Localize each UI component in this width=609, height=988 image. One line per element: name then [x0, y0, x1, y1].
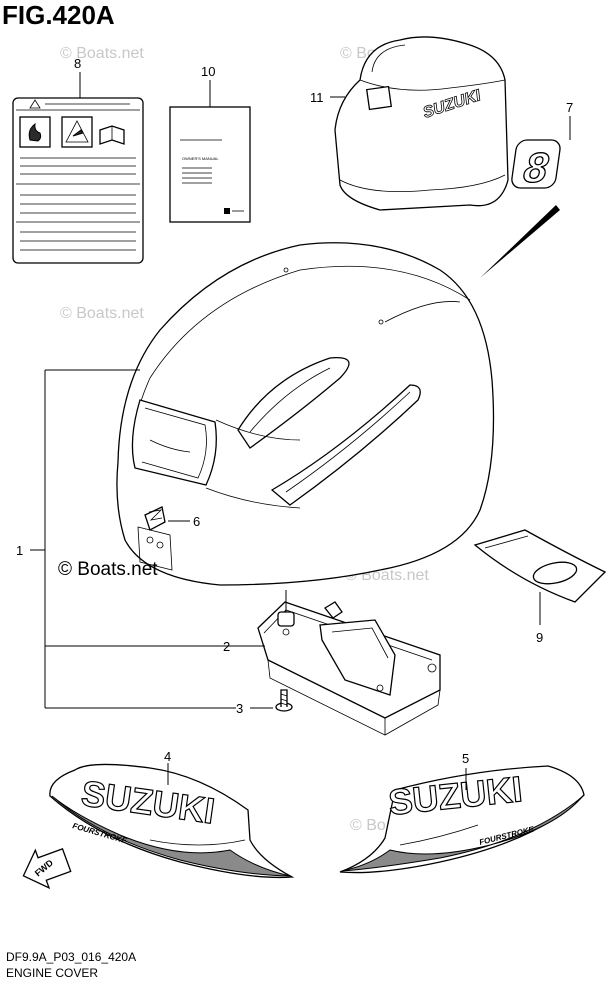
- callout-5: 5: [462, 751, 469, 766]
- part-1-engine-cover[interactable]: [116, 242, 495, 586]
- callout-7: 7: [566, 100, 573, 115]
- watermark: © Boats.net: [60, 45, 144, 62]
- callout-10: 10: [201, 64, 215, 79]
- figure-code: DF9.9A_P03_016_420A: [6, 950, 137, 964]
- part-4-left-decal[interactable]: SUZUKI FOURSTROKE: [49, 763, 295, 879]
- watermark: © Boats.net: [60, 305, 144, 322]
- part-6-s-emblem[interactable]: [144, 506, 166, 531]
- main-watermark: © Boats.net: [58, 559, 158, 580]
- part-5-right-decal[interactable]: SUZUKI FOURSTROKE: [339, 765, 585, 874]
- part-10-owners-manual[interactable]: OWNER'S MANUAL: [169, 106, 251, 223]
- callout-1: 1: [16, 543, 23, 558]
- callout-8: 8: [74, 56, 81, 71]
- callout-9: 9: [536, 630, 543, 645]
- manual-title: OWNER'S MANUAL: [182, 156, 219, 161]
- part-2-storage-tray[interactable]: [257, 601, 441, 736]
- part-3-screw[interactable]: [275, 689, 293, 712]
- callout-1-bracket: [30, 369, 238, 709]
- part-7-model-emblem[interactable]: 8: [511, 139, 562, 192]
- callout-11: 11: [310, 90, 324, 105]
- figure-title: FIG.420A: [2, 0, 115, 30]
- part-11-cover-bag[interactable]: SUZUKI: [334, 36, 509, 211]
- fwd-arrow-icon: FWD: [22, 848, 72, 890]
- assembly-arrow: [480, 205, 560, 278]
- callout-6: 6: [193, 514, 200, 529]
- callout-4: 4: [164, 749, 171, 764]
- figure-section: ENGINE COVER: [6, 966, 99, 980]
- part-8-warning-label[interactable]: [12, 97, 144, 264]
- callout-3: 3: [236, 701, 243, 716]
- part-9-seal[interactable]: [473, 529, 607, 603]
